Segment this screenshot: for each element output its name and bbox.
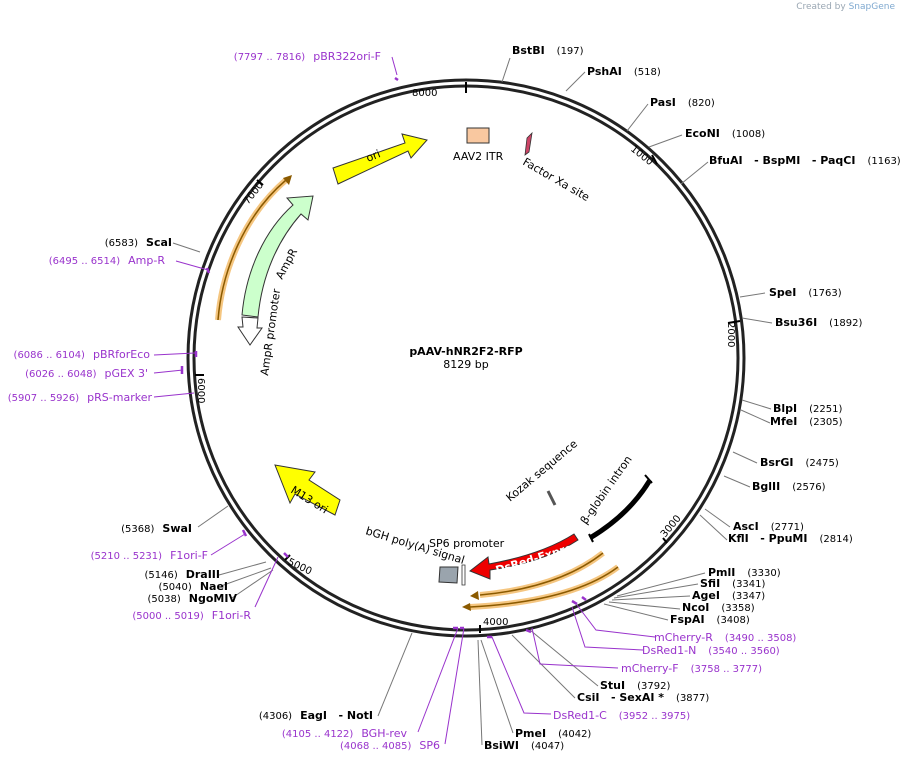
site-bfuai: BfuAI - BspMI - PaqCI(1163) <box>709 154 901 167</box>
site-naei: (5040)NaeI <box>159 580 228 593</box>
snapgene-credit: Created by SnapGene <box>796 2 895 12</box>
primer-f1ori-r: (5000 .. 5019)F1ori-R <box>132 609 251 622</box>
site-swai: (5368)SwaI <box>121 522 192 535</box>
amp-primer-line <box>217 179 287 321</box>
site-pshai: PshAI(518) <box>587 65 661 78</box>
m13-ori-arrow <box>274 464 341 516</box>
primer-ticks <box>180 76 587 639</box>
primer-dsred1-n: DsRed1-N(3540 .. 3560) <box>642 644 780 657</box>
site-agei: AgeI(3347) <box>692 589 765 602</box>
dsred-primer-band-2 <box>469 564 620 610</box>
site-ncoi: NcoI(3358) <box>682 601 755 614</box>
kozak-mark <box>546 490 557 506</box>
primer-bgh-rev: (4105 .. 4122)BGH-rev <box>282 727 408 740</box>
site-pmei: PmeI(4042) <box>515 727 591 740</box>
ampr-arrow <box>241 195 314 318</box>
site-draiii: (5146)DraIII <box>144 568 220 581</box>
site-fspai: FspAI(3408) <box>670 613 750 626</box>
kozak-label: Kozak sequence <box>504 437 581 504</box>
aav2-itr-label: AAV2 ITR <box>453 150 504 163</box>
plasmid-name: pAAV-hNR2F2-RFP <box>409 345 522 358</box>
factor-xa-mark <box>524 131 533 156</box>
site-ngomiv: (5038)NgoMIV <box>148 592 238 605</box>
bgh-box <box>438 566 459 584</box>
site-pmli: PmlI(3330) <box>708 566 781 579</box>
primer-dsred1-c: DsRed1-C(3952 .. 3975) <box>553 709 690 722</box>
primer-f1ori-f: (5210 .. 5231)F1ori-F <box>91 549 208 562</box>
site-mfei: MfeI(2305) <box>770 415 843 428</box>
site-asci: AscI(2771) <box>733 520 804 533</box>
site-kfli: KflI - PpuMI(2814) <box>728 532 853 545</box>
factor-xa-label: Factor Xa site <box>521 155 592 204</box>
beta-globin-label: β-globin intron <box>578 453 635 526</box>
tick-1000: 1000 <box>628 144 655 168</box>
sp6-promoter-mark <box>461 564 466 586</box>
site-leaders <box>172 57 773 746</box>
ampr-label: AmpR <box>273 246 300 281</box>
site-bsiwi: BsiWI(4047) <box>484 739 564 752</box>
primer-pbr322ori-f: (7797 .. 7816)pBR322ori-F <box>234 50 381 63</box>
tick-8000: 8000 <box>412 88 437 99</box>
site-spei: SpeI(1763) <box>769 286 842 299</box>
ori-arrow <box>332 133 428 185</box>
sp6-promoter-label: SP6 promoter <box>429 537 505 550</box>
site-bglii: BglII(2576) <box>752 480 826 493</box>
primer-pbrforeco: (6086 .. 6104)pBRforEco <box>14 348 151 361</box>
plasmid-size: 8129 bp <box>443 358 488 371</box>
primer-mcherry-r: mCherry-R(3490 .. 3508) <box>654 631 796 644</box>
site-blpi: BlpI(2251) <box>773 402 842 415</box>
primer-sp6: (4068 .. 4085)SP6 <box>340 739 440 752</box>
ampr-promoter-label: AmpR promoter <box>258 288 283 377</box>
site-bstbi: BstBI(197) <box>512 44 584 57</box>
primer-leaders <box>153 56 656 745</box>
amp-primer-head <box>283 175 292 185</box>
site-bsu36i: Bsu36I(1892) <box>775 316 863 329</box>
scale-ticks <box>195 82 741 633</box>
site-bsrgi: BsrGI(2475) <box>760 456 839 469</box>
ampr-promoter-arrow <box>237 316 263 346</box>
primer-pgex3: (6026 .. 6048)pGEX 3' <box>25 367 148 380</box>
beta-globin-intron <box>588 478 653 541</box>
primer-amp-r: (6495 .. 6514)Amp-R <box>49 254 166 267</box>
ori-label: ori <box>364 147 382 164</box>
tick-4000: 4000 <box>483 617 508 628</box>
tick-2000: 2000 <box>725 322 736 347</box>
site-sfii: SfiI(3341) <box>700 577 766 590</box>
site-eagi: (4306)EagI - NotI <box>259 709 373 722</box>
primer-prs-marker: (5907 .. 5926)pRS-marker <box>8 391 153 404</box>
dsred-arrow <box>469 533 579 580</box>
site-pasi: PasI(820) <box>650 96 715 109</box>
site-scai: (6583)ScaI <box>105 236 172 249</box>
backbone-outer <box>186 78 746 638</box>
snapgene-brand: SnapGene <box>848 2 895 12</box>
tick-6000: 6000 <box>195 378 206 403</box>
site-csii: CsiI - SexAI *(3877) <box>577 691 709 704</box>
aav2-itr-box <box>466 127 490 144</box>
site-econi: EcoNI(1008) <box>685 127 765 140</box>
site-stui: StuI(3792) <box>600 679 670 692</box>
primer-mcherry-f: mCherry-F(3758 .. 3777) <box>621 662 762 675</box>
